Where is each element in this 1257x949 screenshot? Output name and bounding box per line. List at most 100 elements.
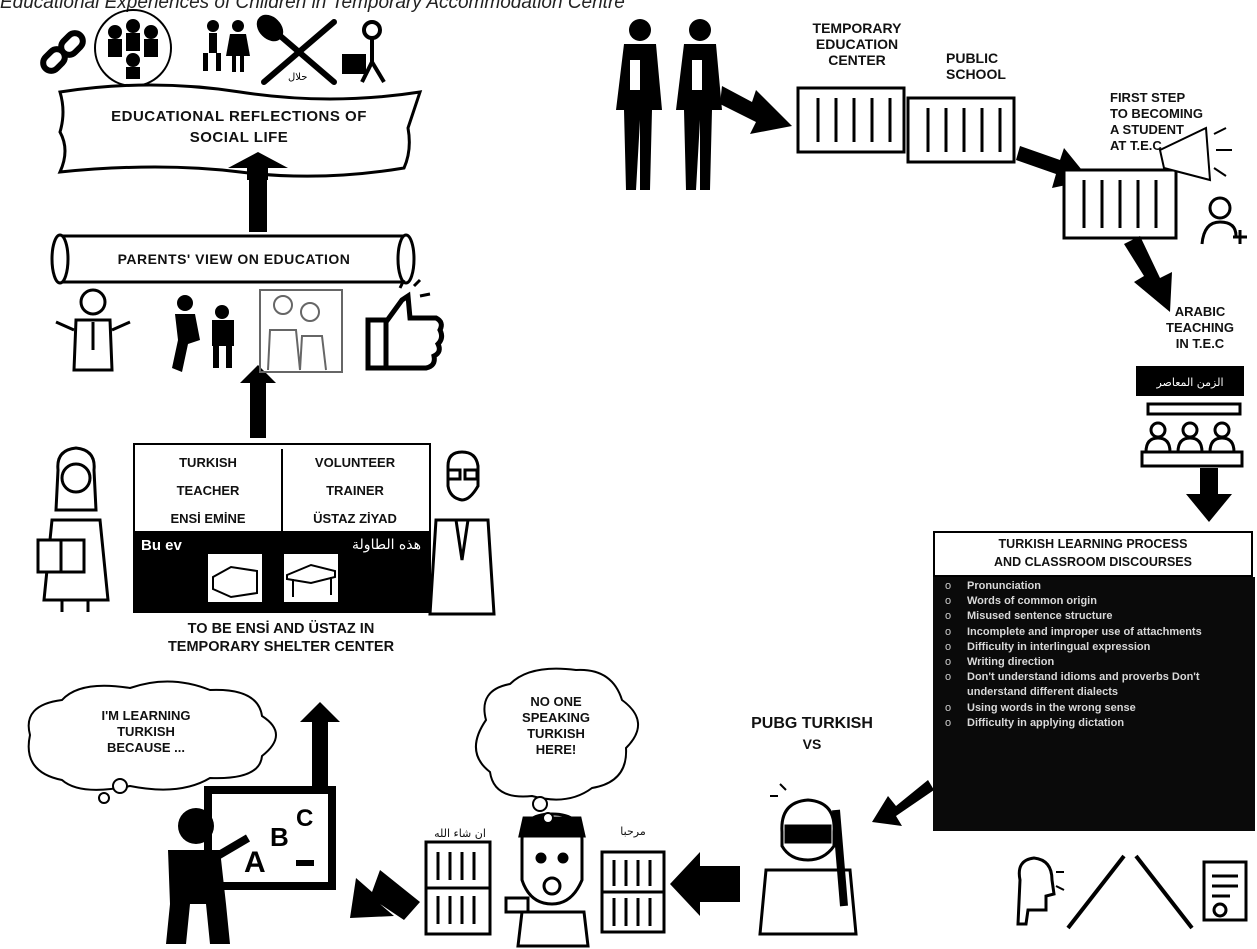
discourse-item: Difficulty in interlingual expression — [941, 640, 1249, 655]
first-step-line-3: A STUDENT — [1110, 122, 1184, 137]
learning-cloud-text: I'M LEARNING TURKISH BECAUSE ... — [56, 708, 236, 756]
board-teacher-icon — [166, 786, 336, 944]
tec-line-1: TEMPORARY — [812, 20, 902, 36]
arrow-right-1 — [720, 86, 792, 134]
public-school-line-2: SCHOOL — [946, 66, 1006, 82]
social-life-line-1: EDUCATIONAL REFLECTIONS OF — [111, 108, 367, 125]
slash-line-1 — [1066, 854, 1126, 930]
house-box-icon — [206, 552, 264, 604]
arabic-teaching-line-1: ARABIC — [1174, 304, 1226, 319]
pubg-label: PUBG TURKISH VS — [714, 714, 910, 754]
arrow-down-right-1 — [1124, 236, 1172, 312]
teacher-table: TURKISH TEACHER ENSİ EMİNE VOLUNTEER TRA… — [133, 443, 431, 613]
document-icon — [1202, 860, 1248, 922]
container-marhaba — [600, 850, 666, 934]
vocabulary-strip: Bu ev هذه الطاولة — [135, 531, 429, 611]
discourse-item: Misused sentence structure — [941, 609, 1249, 624]
board-letter-b: B — [270, 822, 289, 852]
arrow-up-2 — [240, 365, 276, 438]
table-drawings — [206, 552, 340, 604]
first-step-line-2: TO BECOMING — [1110, 106, 1203, 121]
slash-line-2 — [1134, 854, 1194, 930]
ensi-caption-line-2: TEMPORARY SHELTER CENTER — [167, 639, 395, 655]
social-life-scroll — [57, 83, 423, 178]
discourse-item: Don't understand idioms and proverbs Don… — [941, 670, 1249, 700]
volunteer-trainer-line-1: VOLUNTEER — [314, 455, 396, 470]
chain-link-icon — [40, 30, 86, 74]
discourse-item: Pronunciation — [941, 579, 1249, 594]
ensi-caption-line-1: TO BE ENSİ AND ÜSTAZ IN — [187, 621, 375, 637]
volunteer-trainer-line-3: ÜSTAZ ZİYAD — [313, 511, 397, 526]
no-one-line-1: NO ONE — [530, 694, 582, 709]
discourse-item: Using words in the wrong sense — [941, 701, 1249, 716]
add-user-icon — [1200, 196, 1247, 245]
thought-cloud-no-one — [474, 667, 640, 824]
discourse-item: Incomplete and improper use of attachmen… — [941, 625, 1249, 640]
dancing-couple-icon — [203, 20, 250, 72]
ensi-ustaz-caption: TO BE ENSİ AND ÜSTAZ IN TEMPORARY SHELTE… — [126, 620, 436, 656]
container-tec — [796, 86, 906, 154]
inshallah-label: ان شاء الله — [434, 827, 486, 840]
arabic-teaching-line-3: IN T.E.C — [1175, 336, 1225, 351]
thumbs-up-icon — [365, 278, 445, 371]
traveler-bag-icon — [342, 20, 386, 84]
turkish-teacher-column: TURKISH TEACHER ENSİ EMİNE — [135, 449, 283, 533]
arabic-teaching-label: ARABIC TEACHING IN T.E.C — [1150, 304, 1250, 352]
community-circle-icon — [94, 9, 172, 87]
discourse-item: Writing direction — [941, 655, 1249, 670]
turkish-process-title-1: TURKISH LEARNING PROCESS — [998, 537, 1188, 551]
table-box-icon — [282, 552, 340, 604]
no-one-line-2: SPEAKING — [522, 710, 590, 725]
arrow-left-1 — [670, 852, 740, 916]
turkish-teacher-line-3: ENSİ EMİNE — [170, 511, 246, 526]
thought-cloud-learning — [27, 680, 277, 804]
discourse-item: Difficulty in applying dictation — [941, 716, 1249, 731]
figure-caption: Educational Experiences of Children in T… — [0, 0, 625, 13]
shrugging-man-icon — [55, 288, 131, 372]
turkish-teacher-line-1: TURKISH — [179, 455, 237, 470]
tec-line-3: CENTER — [828, 52, 886, 68]
container-inshallah — [424, 840, 492, 936]
learning-cloud-line-2: TURKISH — [117, 724, 175, 739]
megaphone-icon — [1158, 126, 1232, 182]
female-teacher-icon — [36, 446, 110, 612]
learning-cloud-line-3: BECAUSE ... — [106, 740, 185, 755]
classroom-discourse-list: Pronunciation Words of common origin Mis… — [933, 577, 1255, 831]
board-letter-c: C — [296, 805, 313, 832]
confused-boy-icon — [504, 812, 590, 948]
parent-child-icon — [172, 295, 234, 372]
arabic-teaching-line-2: TEACHING — [1166, 320, 1234, 335]
arabic-word: هذه الطاولة — [352, 537, 421, 553]
arrow-to-teacher — [350, 870, 420, 920]
halal-mark: حلال — [288, 72, 307, 83]
public-school-label: PUBLIC SCHOOL — [946, 50, 1046, 82]
parents-view-scroll — [50, 233, 416, 285]
no-one-line-4: HERE! — [535, 742, 577, 757]
pubg-line-2: VS — [802, 736, 822, 752]
public-school-line-1: PUBLIC — [946, 50, 999, 66]
social-life-banner-text: EDUCATIONAL REFLECTIONS OF SOCIAL LIFE — [64, 106, 414, 148]
male-teacher-icon — [428, 450, 496, 616]
learning-cloud-line-1: I'M LEARNING — [101, 708, 191, 723]
tec-line-2: EDUCATION — [815, 36, 899, 52]
first-step-line-4: AT T.E.C — [1110, 138, 1162, 153]
tec-label: TEMPORARY EDUCATION CENTER — [792, 20, 922, 68]
first-step-line-1: FIRST STEP — [1110, 90, 1186, 105]
arabic-board-text: الزمن المعاصر — [1155, 376, 1223, 389]
arrow-up-1 — [228, 152, 288, 232]
no-one-line-3: TURKISH — [527, 726, 585, 741]
turkish-process-title: TURKISH LEARNING PROCESS AND CLASSROOM D… — [933, 531, 1253, 577]
volunteer-trainer-column: VOLUNTEER TRAINER ÜSTAZ ZİYAD — [282, 449, 428, 533]
speaking-head-icon — [1016, 856, 1065, 926]
family-photo-icon — [259, 289, 343, 373]
arrow-down-1 — [1186, 468, 1232, 522]
turkish-word: Bu ev — [141, 537, 182, 554]
container-first-step — [1062, 168, 1178, 240]
discourse-item: Words of common origin — [941, 594, 1249, 609]
turkish-process-title-2: AND CLASSROOM DISCOURSES — [994, 555, 1192, 569]
no-one-cloud-text: NO ONE SPEAKING TURKISH HERE! — [496, 694, 616, 758]
volunteer-trainer-line-2: TRAINER — [326, 483, 384, 498]
students-icon — [616, 19, 722, 190]
